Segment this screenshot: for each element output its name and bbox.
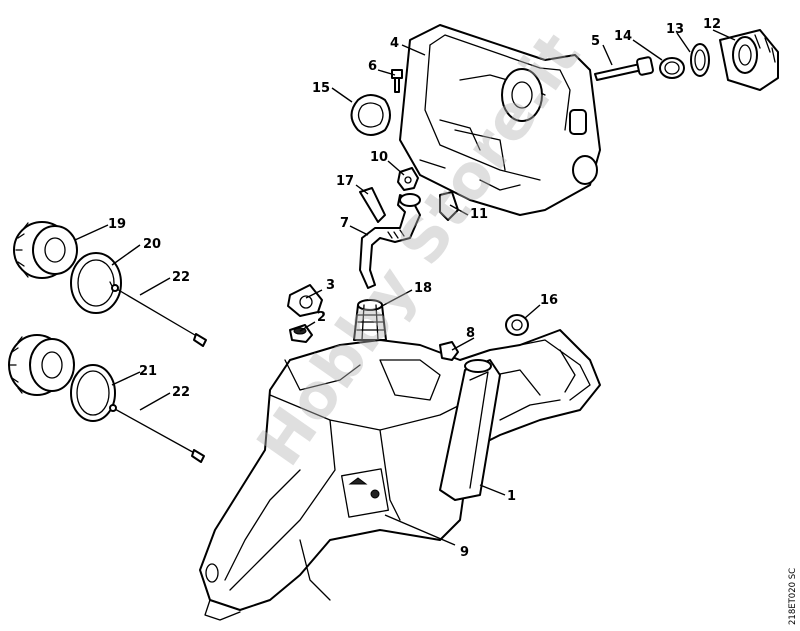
callout-2: 2 — [317, 310, 326, 325]
rubber-plug — [439, 341, 459, 361]
fuel-hose — [359, 187, 459, 289]
grommet — [397, 167, 419, 191]
leader-lines — [74, 29, 736, 546]
callout-8: 8 — [466, 326, 475, 341]
ring-bushing — [505, 314, 529, 336]
callout-10: 10 — [370, 150, 388, 165]
callout-3: 3 — [326, 278, 335, 293]
carrier-frame — [399, 24, 601, 216]
callout-labels: 1 2 3 4 5 6 7 8 9 10 11 12 13 14 15 16 1… — [108, 17, 721, 560]
cap-valve — [287, 284, 323, 317]
callout-13: 13 — [666, 22, 684, 37]
seal-ring — [690, 43, 710, 77]
callout-14: 14 — [614, 29, 632, 44]
cap-seal-top — [70, 252, 122, 314]
drawing-code: 218ET020 SC — [788, 568, 798, 625]
retainer-bottom — [109, 404, 205, 463]
callout-11: 11 — [470, 207, 488, 222]
callout-1: 1 — [507, 489, 516, 504]
callout-22-bottom: 22 — [172, 385, 190, 400]
callout-6: 6 — [368, 59, 377, 74]
fuel-filter — [353, 299, 387, 341]
callout-5: 5 — [591, 34, 600, 49]
callout-7: 7 — [340, 216, 349, 231]
callout-9: 9 — [460, 545, 469, 560]
callout-20: 20 — [143, 237, 161, 252]
callout-12: 12 — [703, 17, 721, 32]
fuel-cap-top — [13, 221, 78, 279]
valve-seal — [289, 324, 313, 343]
callout-21: 21 — [139, 364, 157, 379]
callout-19: 19 — [108, 217, 126, 232]
hose-clamp — [659, 57, 685, 79]
retainer-top — [109, 281, 207, 347]
elbow-fitting — [719, 29, 779, 91]
cap-seal-bottom — [70, 364, 116, 422]
callout-22-top: 22 — [172, 270, 190, 285]
callout-16: 16 — [540, 293, 558, 308]
filter-pipe-part — [439, 359, 501, 501]
small-screw — [391, 69, 403, 93]
fuel-cap-bottom — [8, 334, 75, 396]
callout-17: 17 — [336, 174, 354, 189]
long-screw — [594, 56, 654, 81]
gasket — [350, 94, 391, 136]
tank-housing — [199, 329, 601, 621]
callout-15: 15 — [312, 81, 330, 96]
callout-18: 18 — [414, 281, 432, 296]
callout-4: 4 — [390, 36, 399, 51]
